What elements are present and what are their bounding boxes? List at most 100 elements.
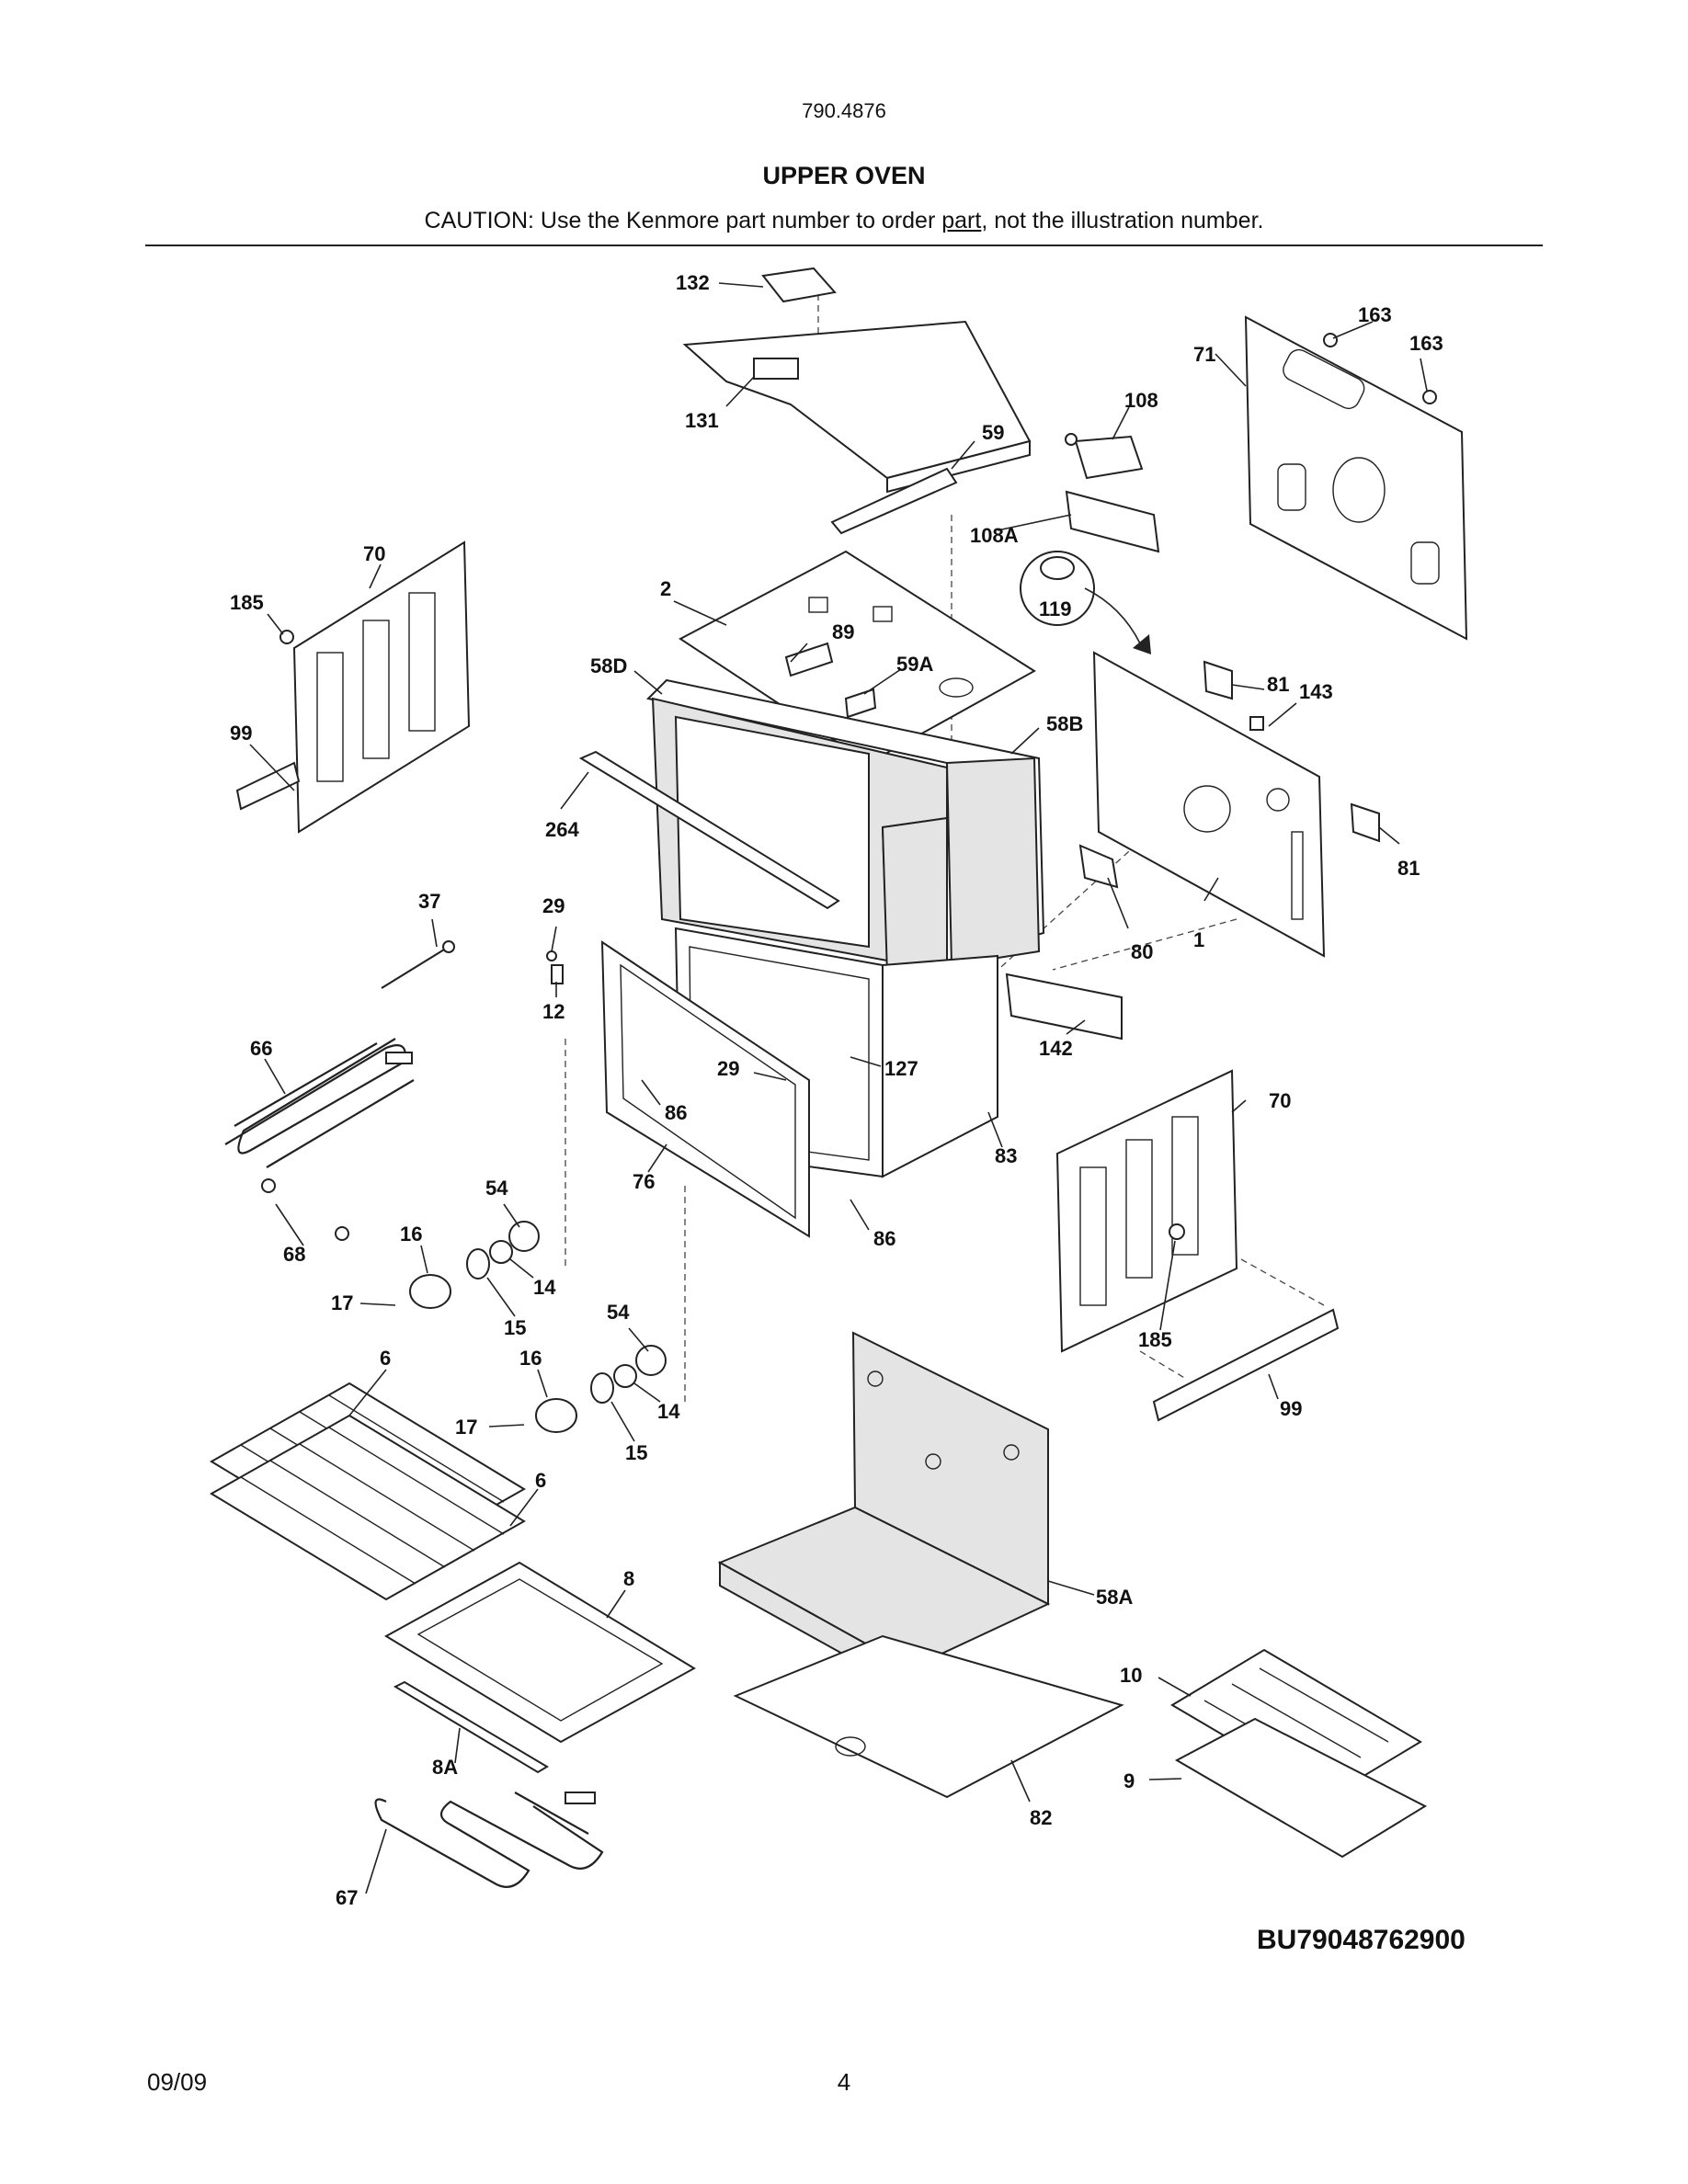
callout-10: 10 [1120,1664,1142,1687]
part-264-front-trim[interactable] [578,750,840,910]
header-divider [145,245,1543,246]
callout-108: 108 [1124,389,1158,412]
callout-12: 12 [542,1000,565,1023]
callout-6-upper: 6 [380,1347,391,1370]
caution-text: CAUTION: Use the Kenmore part number to … [424,208,942,233]
callout-2: 2 [660,577,671,600]
callout-8: 8 [623,1567,634,1590]
callout-16-lower: 16 [519,1347,542,1370]
part-132-cover-plate[interactable] [761,267,837,303]
part-131-top-panel[interactable] [682,320,1032,494]
callout-108A: 108A [970,524,1019,547]
diagram-code: BU79048762900 [1257,1925,1466,1955]
part-81-bracket-upper[interactable] [1203,660,1233,700]
callout-99-left: 99 [230,722,252,745]
callout-142: 142 [1039,1037,1073,1060]
part-12-hinge-pin[interactable] [551,964,564,984]
callout-119: 119 [1039,597,1072,620]
callout-37: 37 [418,890,440,913]
part-37-oven-sensor[interactable] [381,940,455,989]
callout-71: 71 [1193,343,1215,366]
part-68-bracket[interactable] [261,1178,349,1241]
callout-58B: 58B [1046,712,1083,735]
part-59A-clip[interactable] [844,688,877,719]
callout-59: 59 [982,421,1004,444]
lamp-assembly-lower[interactable] [535,1345,667,1433]
part-1-rear-mounting-panel[interactable] [1092,651,1326,958]
part-8-door-panel[interactable] [384,1561,696,1744]
footer-date: 09/09 [147,2068,208,2096]
part-119-thermal-switch-callout[interactable] [1020,551,1151,654]
part-58B-insulation-side[interactable] [881,756,1041,976]
callout-14-upper: 14 [533,1276,556,1299]
part-82-oven-bottom[interactable] [733,1634,1124,1799]
callout-86-lower: 86 [873,1227,895,1250]
callout-59A: 59A [896,653,933,676]
part-81-bracket-lower[interactable] [1350,802,1380,843]
callout-127: 127 [884,1057,918,1080]
part-59-duct-strip[interactable] [830,467,958,535]
part-76-door-frame[interactable] [600,940,810,1238]
part-71-rear-panel[interactable] [1244,315,1468,641]
lamp-assembly-upper[interactable] [409,1221,540,1309]
part-80-hinge-receiver[interactable] [1078,844,1119,889]
part-67-bake-element[interactable] [374,1792,604,1888]
page-title: UPPER OVEN [762,162,926,189]
part-9-broiler-pan[interactable] [1174,1717,1428,1859]
callout-264: 264 [545,818,579,841]
caution-link[interactable]: part [941,208,982,233]
part-70-left-side-panel[interactable] [235,540,471,834]
callout-81-upper: 81 [1267,673,1289,696]
callout-9: 9 [1123,1769,1135,1792]
callout-99-right: 99 [1280,1397,1302,1420]
callout-143: 143 [1299,680,1333,703]
callout-132: 132 [676,271,710,294]
part-6-oven-rack-lower[interactable] [210,1414,526,1601]
callout-83: 83 [995,1144,1017,1167]
part-108-fan-motor[interactable] [1065,433,1144,480]
caution-note: CAUTION: Use the Kenmore part number to … [0,208,1688,234]
callout-185-left: 185 [230,591,264,614]
callout-80: 80 [1131,940,1153,963]
callout-6-lower: 6 [535,1469,546,1492]
callout-58D: 58D [590,654,627,677]
callout-66: 66 [250,1037,272,1060]
part-142-vent-duct[interactable] [1005,973,1123,1041]
callout-16-upper: 16 [400,1223,422,1246]
callout-131: 131 [685,409,719,432]
callout-1: 1 [1193,928,1204,951]
callout-15-upper: 15 [504,1316,526,1339]
part-99-rail[interactable] [1152,1308,1340,1422]
page-number: 4 [837,2068,851,2096]
callout-15-lower: 15 [625,1441,647,1464]
callout-163-first: 163 [1358,303,1392,326]
part-70-right-side-panel[interactable] [1055,1069,1238,1353]
part-29-screw[interactable] [546,950,557,961]
part-89-bracket[interactable] [784,642,834,677]
callout-86-upper: 86 [665,1101,687,1124]
callout-54-upper: 54 [485,1177,508,1200]
part-143-clip[interactable] [1249,716,1264,731]
callout-58A: 58A [1096,1586,1133,1609]
callout-29-lower: 29 [717,1057,739,1080]
callout-70-right: 70 [1269,1089,1291,1112]
callout-leader-lines [249,282,1428,1894]
callout-163-second: 163 [1409,332,1443,355]
part-66-broil-element[interactable] [224,1038,415,1168]
caution-text-end: , not the illustration number. [981,208,1264,233]
part-8A-trim-strip[interactable] [393,1680,549,1774]
callout-68: 68 [283,1243,305,1266]
callout-82: 82 [1030,1806,1052,1829]
callout-89: 89 [832,620,854,643]
callout-70-left: 70 [363,542,385,565]
callout-14-lower: 14 [657,1400,680,1423]
callout-81-lower: 81 [1397,857,1420,880]
part-108A-bracket[interactable] [1065,490,1160,553]
callout-76: 76 [633,1170,655,1193]
model-number: 790.4876 [802,99,886,122]
callout-labels: 132 131 59 108 108A 71 163 163 119 70 18… [230,271,1443,1909]
callout-8A: 8A [432,1756,458,1779]
callout-17-upper: 17 [331,1291,353,1314]
callout-54-lower: 54 [607,1301,630,1324]
callout-185-right: 185 [1138,1328,1172,1351]
